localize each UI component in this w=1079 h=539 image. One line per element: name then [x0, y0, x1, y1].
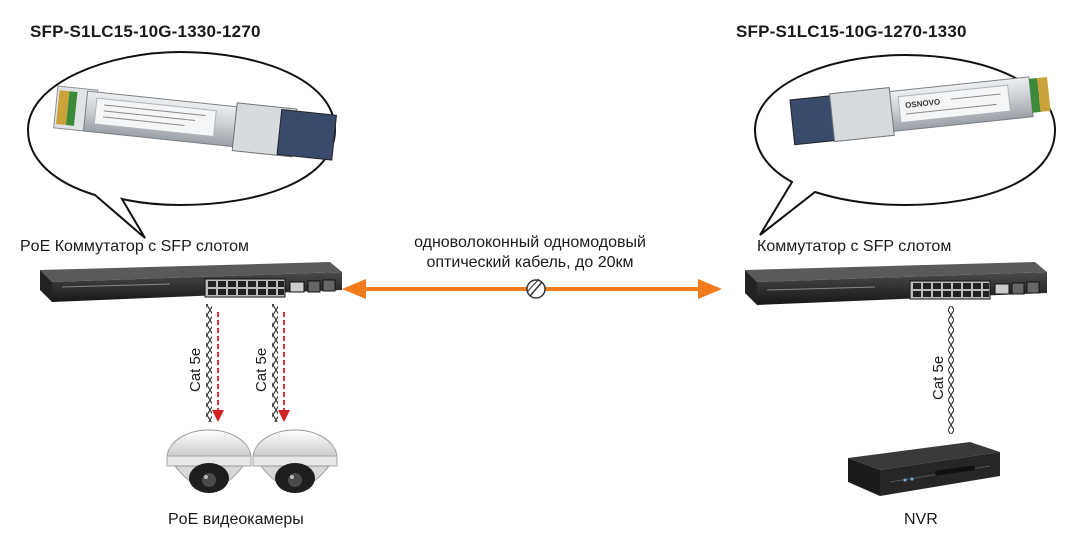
left-cable-2 — [272, 304, 290, 422]
right-switch-label: Коммутатор с SFP слотом — [757, 238, 952, 255]
fiber-connector-icon — [526, 278, 546, 299]
left-switch — [40, 262, 342, 302]
fiber-cable-label: одноволоконный одномодовый оптический ка… — [360, 233, 700, 273]
left-poe-arrow-1 — [212, 410, 224, 422]
left-switch-label: PoE Коммутатор с SFP слотом — [20, 238, 249, 255]
left-module-title: SFP-S1LC15-10G-1330-1270 — [30, 22, 261, 41]
nvr-device — [848, 442, 1000, 496]
left-poe-arrow-2 — [278, 410, 290, 422]
fiber-cable-label-line2: оптический кабель, до 20км — [426, 254, 634, 271]
right-cable-label: Cat 5e — [930, 356, 947, 400]
left-cable-2-label: Cat 5e — [253, 348, 270, 392]
dome-camera-1 — [166, 429, 252, 493]
left-sfp-label-text — [102, 104, 206, 126]
left-switch-ports — [204, 278, 336, 298]
camera-label: PoE видеокамеры — [168, 511, 304, 528]
dome-camera-2 — [252, 429, 338, 493]
right-sfp-pcb — [1029, 77, 1051, 113]
right-switch-ports — [909, 280, 1040, 300]
right-sfp-brand: OSNOVO — [905, 97, 941, 110]
left-sfp-module — [53, 85, 338, 161]
fiber-cable-label-line1: одноволоконный одномодовый — [414, 234, 646, 251]
left-cable-1 — [206, 304, 224, 422]
right-cable — [948, 306, 954, 434]
left-sfp-pcb — [56, 90, 78, 126]
right-sfp-module: OSNOVO — [789, 76, 1051, 146]
right-switch — [745, 262, 1047, 305]
right-module-title: SFP-S1LC15-10G-1270-1330 — [736, 22, 967, 41]
nvr-label: NVR — [904, 511, 938, 528]
left-cable-1-label: Cat 5e — [187, 348, 204, 392]
